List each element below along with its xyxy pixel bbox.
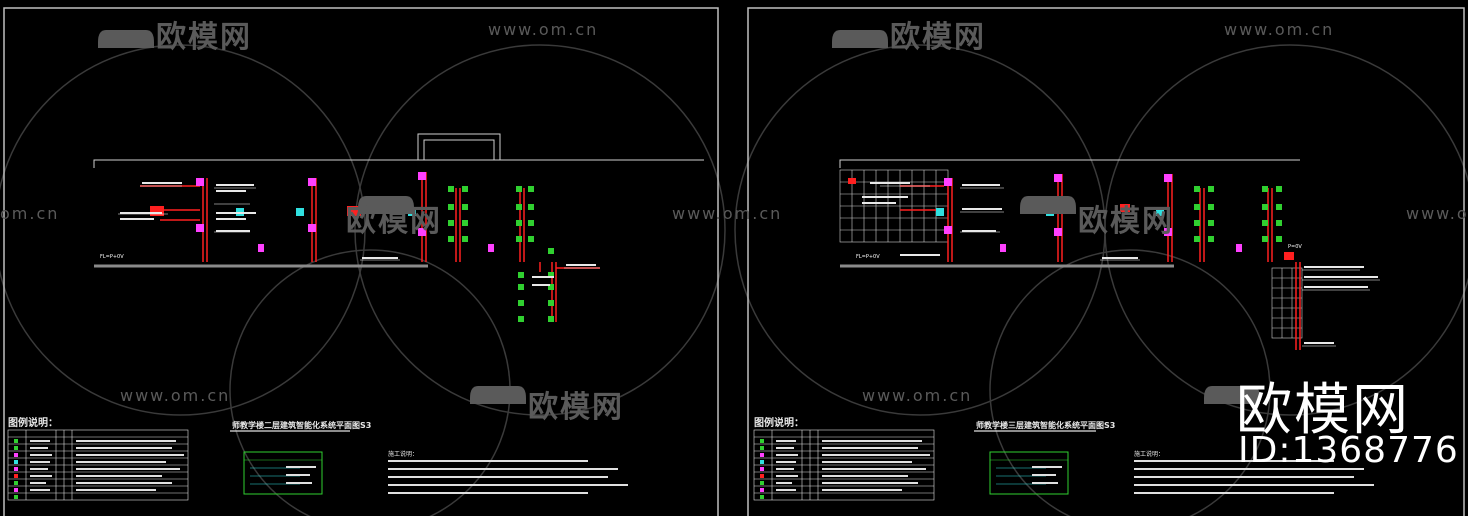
left-legend-text <box>30 440 184 491</box>
watermark-brand: 欧模网 <box>346 204 442 239</box>
watermark-brand: 欧模网 <box>1078 204 1174 239</box>
watermark-url: www.om.cn <box>488 20 599 39</box>
level-label: P=0V <box>1288 244 1302 250</box>
right-system-diagram <box>989 451 1069 495</box>
floor-level-label: FL=P+0V <box>100 254 124 260</box>
watermark-url: www.om.cn <box>672 204 783 223</box>
watermark-url: www.om.cn <box>1406 204 1468 223</box>
watermark-url: www.om.cn <box>120 386 231 405</box>
left-legend-table <box>7 429 189 501</box>
left-red-risers <box>140 172 427 262</box>
left-legend-symbols <box>14 439 18 499</box>
right-legend-text <box>776 440 930 491</box>
right-text-placeholders <box>862 182 1378 344</box>
watermark-logos <box>98 30 1260 404</box>
watermark-url: www.om.cn <box>1224 20 1335 39</box>
legend-title: 图例说明： <box>754 418 804 429</box>
left-plan <box>93 133 704 268</box>
watermark-url: www.om.cn <box>862 386 973 405</box>
right-legend-symbols <box>760 439 764 499</box>
right-green-outlets <box>1194 186 1282 242</box>
left-sheet-frame <box>3 7 719 516</box>
right-devices <box>848 174 1294 260</box>
legend-title: 图例说明： <box>8 418 58 429</box>
drawing-title: 师教学楼二层建筑智能化系统平面图S3 <box>232 421 372 430</box>
right-legend-table <box>753 429 935 501</box>
left-text-placeholders <box>120 182 596 286</box>
overlay-id: ID:1368776 <box>1238 430 1459 471</box>
floor-level-label: FL=P+0V <box>856 254 880 260</box>
drawing-title: 师教学楼三层建筑智能化系统平面图S3 <box>976 421 1116 430</box>
left-devices <box>150 172 494 252</box>
notes-title: 施工说明： <box>1134 451 1165 458</box>
overlay-brand: 欧模网 <box>1236 378 1410 443</box>
right-notes-text <box>1134 460 1374 494</box>
watermark-brand: 欧模网 <box>890 20 986 55</box>
left-notes-text <box>388 460 628 494</box>
watermark-brand: 欧模网 <box>156 20 252 55</box>
notes-title: 施工说明： <box>388 451 419 458</box>
right-sheet-frame <box>747 7 1465 516</box>
right-plan <box>839 159 1300 268</box>
watermark-url: om.cn <box>0 204 60 223</box>
left-system-diagram <box>243 451 323 495</box>
watermark-brand: 欧模网 <box>528 390 624 425</box>
left-green-outlets <box>448 186 554 322</box>
